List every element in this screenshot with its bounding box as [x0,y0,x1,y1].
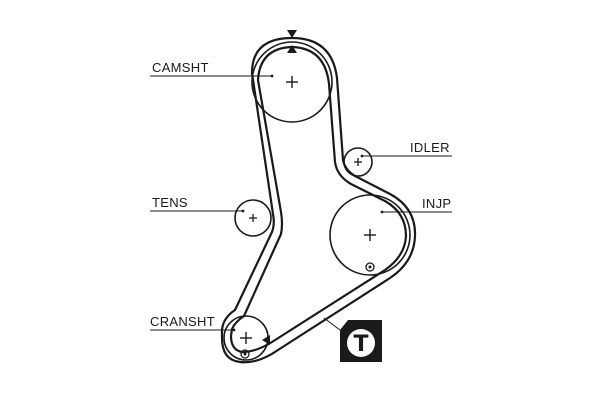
idler-pulley [343,147,373,177]
injection-pump-pulley [329,194,411,276]
label-idler: IDLER [410,140,450,155]
label-camshaft: CAMSHT [152,60,209,75]
camshaft-timing-mark-pulley [287,45,297,53]
crankshaft-timing-mark [262,335,270,345]
camshaft-timing-mark-top [287,30,297,38]
tensioner-pulley [234,199,272,237]
badge-letter: T [353,332,368,357]
crankshaft-timing-dot [240,349,250,359]
tensioner-t-badge-icon: T [323,317,382,362]
label-tensioner: TENS [152,195,188,210]
timing-belt [220,36,417,364]
label-injection-pump: INJP [422,196,451,211]
injection-pump-timing-dot [365,262,375,272]
leader-lines [150,74,452,332]
belt-outer-edge [220,36,417,364]
label-crankshaft: CRANSHT [150,314,215,329]
belt-inner-edge [229,45,408,354]
camshaft-pulley [251,41,333,123]
